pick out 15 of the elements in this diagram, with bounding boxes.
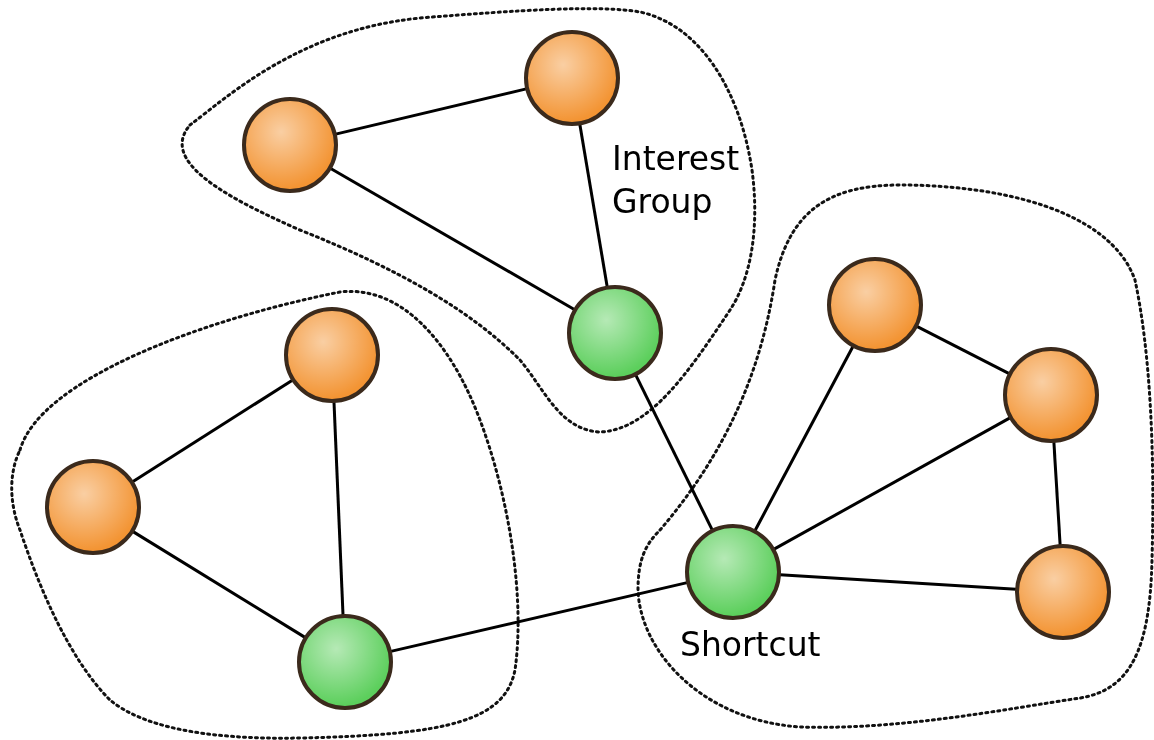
connector-line — [779, 573, 1017, 591]
connector-line — [329, 167, 576, 311]
connector-line — [753, 345, 855, 532]
connector-line — [916, 325, 1010, 375]
connector-line — [578, 124, 609, 287]
connector-line — [773, 416, 1011, 551]
connector-line — [1052, 441, 1062, 546]
node-caption: Shortcut — [680, 624, 821, 666]
group-label: Interest Group — [612, 138, 741, 223]
connector-line — [390, 581, 688, 653]
connector-line — [131, 378, 294, 484]
connector-line — [132, 530, 306, 639]
connector-line — [634, 374, 714, 531]
connector-line — [332, 401, 345, 616]
connector-line — [335, 87, 527, 136]
